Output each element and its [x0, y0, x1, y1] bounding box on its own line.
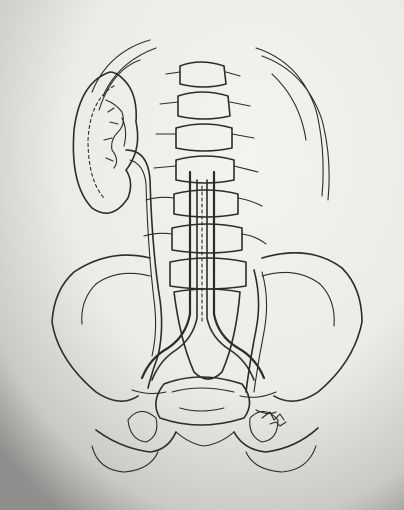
urinary-tract-drawing — [0, 0, 404, 510]
